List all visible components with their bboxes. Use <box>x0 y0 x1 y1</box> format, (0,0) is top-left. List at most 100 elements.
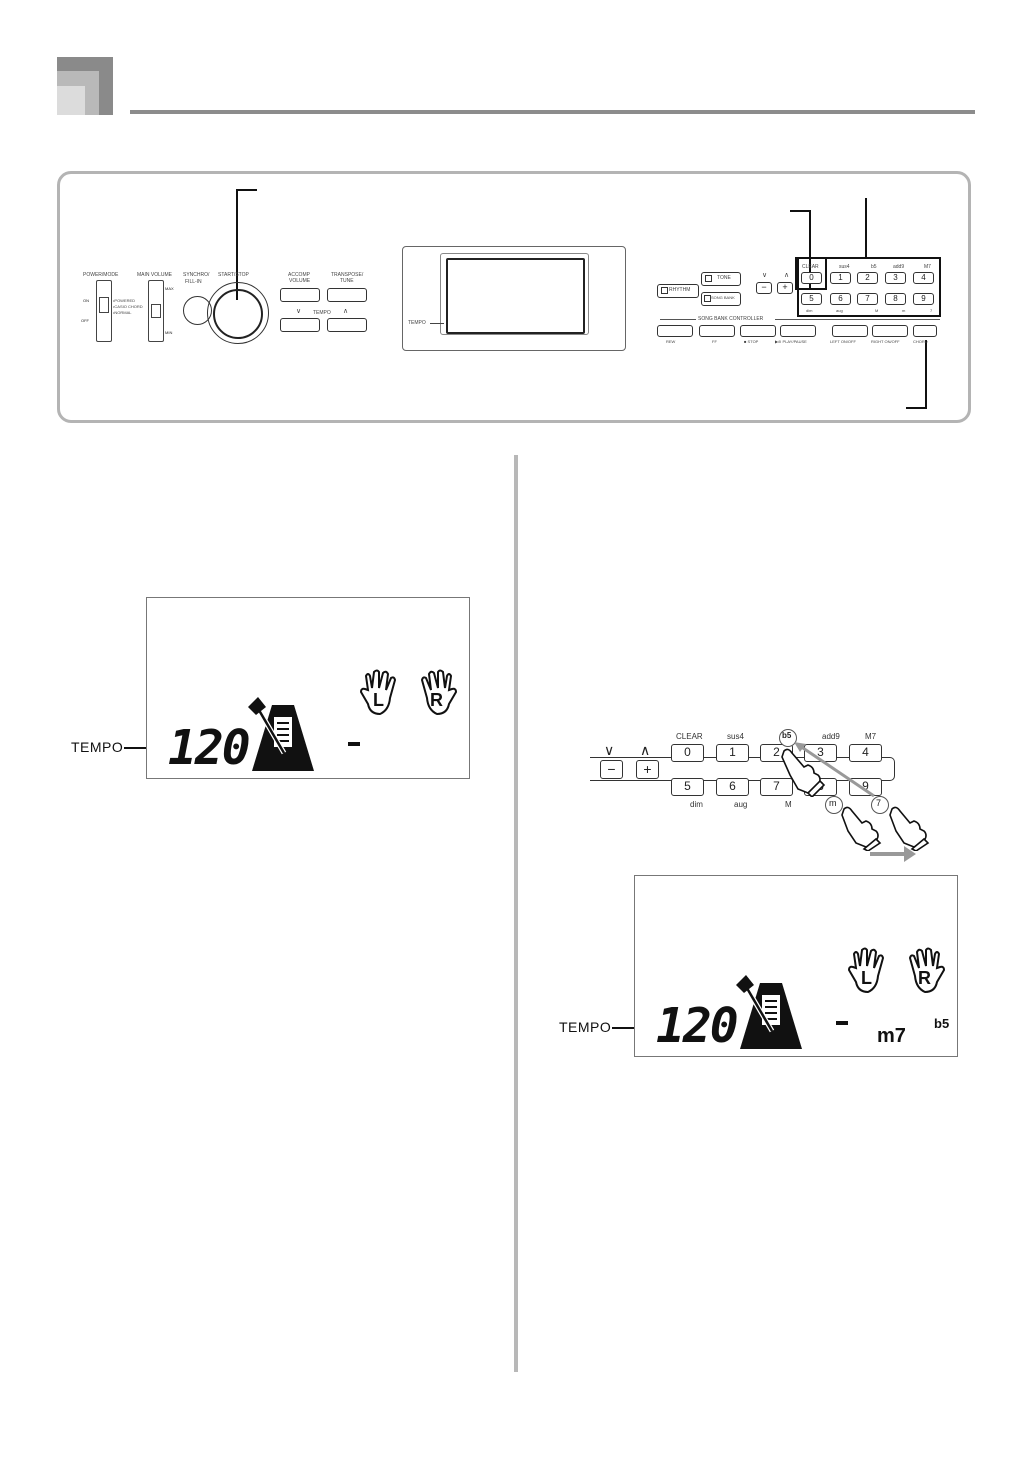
header-rule <box>130 110 975 114</box>
panel-key-4[interactable]: 4 <box>913 272 934 284</box>
pointing-hand-icon-1 <box>781 748 826 797</box>
panel-plus-button[interactable]: + <box>777 282 793 294</box>
tempo-down-button[interactable] <box>280 318 320 332</box>
keypad-minus-button[interactable]: − <box>600 760 623 779</box>
keypad-key-9[interactable]: 9 <box>849 778 882 796</box>
sbc-button-chord[interactable] <box>913 325 937 337</box>
keypad-circle-m <box>825 796 843 814</box>
accomp-volume-button[interactable] <box>280 288 320 302</box>
lcd-display-1 <box>146 597 470 779</box>
keypad-plus-button[interactable]: + <box>636 760 659 779</box>
lcd1-right-hand-icon <box>420 669 458 716</box>
start-stop-ring <box>207 282 269 344</box>
lcd1-left-hand-icon <box>359 669 397 716</box>
keypad-arrows <box>794 742 916 862</box>
volume-min-label: MIN <box>165 330 173 335</box>
keypad-up-glyph: ∧ <box>640 742 651 758</box>
sbc-button-left[interactable] <box>832 325 868 337</box>
keypad-circle-7 <box>871 796 889 814</box>
keypad-key-7[interactable]: 7 <box>760 778 793 796</box>
tempo-up-button[interactable] <box>327 318 367 332</box>
tempo-small-label: TEMPO <box>313 310 331 316</box>
panel-key-2[interactable]: 2 <box>857 272 878 284</box>
sbc-button-play[interactable] <box>780 325 816 337</box>
panel-key-3[interactable]: 3 <box>885 272 906 284</box>
sbc-rew-label: REW <box>666 339 676 344</box>
header-block-light <box>57 86 85 115</box>
panel-key-0[interactable]: 0 <box>801 272 822 284</box>
panel-key-8[interactable]: 8 <box>885 293 906 305</box>
keypad-label-m7: M7 <box>865 732 877 741</box>
keypad-label-clear: CLEAR <box>676 732 703 741</box>
keypad-key-4[interactable]: 4 <box>849 744 882 762</box>
main-volume-slider[interactable] <box>148 280 164 342</box>
panel-key-label-6: aug <box>836 308 843 313</box>
display-tempo-tick <box>430 323 444 324</box>
lcd1-tempo-label: TEMPO <box>71 739 124 755</box>
panel-key-label-2: b5 <box>871 264 877 270</box>
transpose-tune-button[interactable] <box>327 288 367 302</box>
panel-key-label-3: add9 <box>893 264 905 270</box>
lcd1-right-hand-letter: R <box>430 690 443 710</box>
accomp-volume-label: VOLUME <box>289 278 311 284</box>
lcd2-tempo-label: TEMPO <box>559 1019 612 1035</box>
panel-minus-button[interactable]: − <box>756 282 772 294</box>
accomp-label: ACCOMP <box>288 272 310 278</box>
power-opt-2: •CASIO CHORD <box>113 304 143 309</box>
sbc-button-rew[interactable] <box>657 325 693 337</box>
keypad-key-6[interactable]: 6 <box>716 778 749 796</box>
sbc-label: SONG BANK CONTROLLER <box>698 316 764 322</box>
keypad-key-0[interactable]: 0 <box>671 744 704 762</box>
keypad-label-aug: aug <box>734 800 748 809</box>
transpose-label: TRANSPOSE/ <box>331 272 364 278</box>
panel-key-1[interactable]: 1 <box>830 272 851 284</box>
tempo-down-glyph: ∨ <box>296 308 302 315</box>
tone-button[interactable] <box>701 272 741 286</box>
keypad-key-1[interactable]: 1 <box>716 744 749 762</box>
power-switch[interactable] <box>96 280 112 342</box>
panel-down-glyph: ∨ <box>762 272 768 279</box>
start-stop-label: START/STOP <box>218 272 249 278</box>
tempo-up-glyph: ∧ <box>343 308 349 315</box>
pointing-hand-icon-2 <box>841 806 882 851</box>
panel-key-9[interactable]: 9 <box>913 293 934 305</box>
lcd1-tempo-value: 120 <box>168 720 251 776</box>
sbc-play-label: ▶/II PLAY/PAUSE <box>775 339 807 344</box>
panel-key-label-8: m <box>902 308 906 313</box>
column-divider <box>514 455 518 1372</box>
sbc-stop-label: ■ STOP <box>744 339 759 344</box>
lcd2-tempo-value: 120 <box>656 998 739 1054</box>
sbc-button-ff[interactable] <box>699 325 735 337</box>
panel-key-label-4: M7 <box>924 264 931 270</box>
panel-key-label-1: sus4 <box>839 264 850 270</box>
keypad-circle-m-text: m <box>829 798 837 808</box>
sbc-left-label: LEFT ON/OFF <box>830 339 856 344</box>
main-volume-knob <box>151 304 161 318</box>
panel-callouts <box>236 189 941 409</box>
keypad-label-sus4: sus4 <box>727 732 744 741</box>
lcd-display-2 <box>634 875 958 1057</box>
start-stop-button[interactable] <box>213 289 263 339</box>
keypad-circle-7-text: 7 <box>876 798 882 808</box>
display-frame <box>402 246 626 351</box>
sbc-button-right[interactable] <box>872 325 908 337</box>
keypad-circle-b5 <box>779 729 797 747</box>
lcd2-right-hand-letter: R <box>918 968 931 988</box>
keypad-circle-b5-text: b5 <box>782 731 792 740</box>
power-opt-1: •POWERED <box>113 298 136 303</box>
lcd2-dash <box>836 1021 848 1025</box>
lcd1-tempo-tick <box>124 747 146 749</box>
song-bank-button[interactable] <box>701 292 741 306</box>
panel-key-6[interactable]: 6 <box>830 293 851 305</box>
sbc-button-stop[interactable] <box>740 325 776 337</box>
tone-label: TONE <box>717 275 731 281</box>
panel-key-5[interactable]: 5 <box>801 293 822 305</box>
lcd1-dash <box>348 742 360 746</box>
sbc-chord-label: CHORD <box>913 339 928 344</box>
keypad-key-5[interactable]: 5 <box>671 778 704 796</box>
lcd2-metronome-icon <box>736 975 802 1049</box>
keypad-label-major: M <box>785 800 792 809</box>
panel-key-7[interactable]: 7 <box>857 293 878 305</box>
rhythm-button[interactable] <box>657 284 699 298</box>
sbc-rule-right <box>775 319 940 320</box>
